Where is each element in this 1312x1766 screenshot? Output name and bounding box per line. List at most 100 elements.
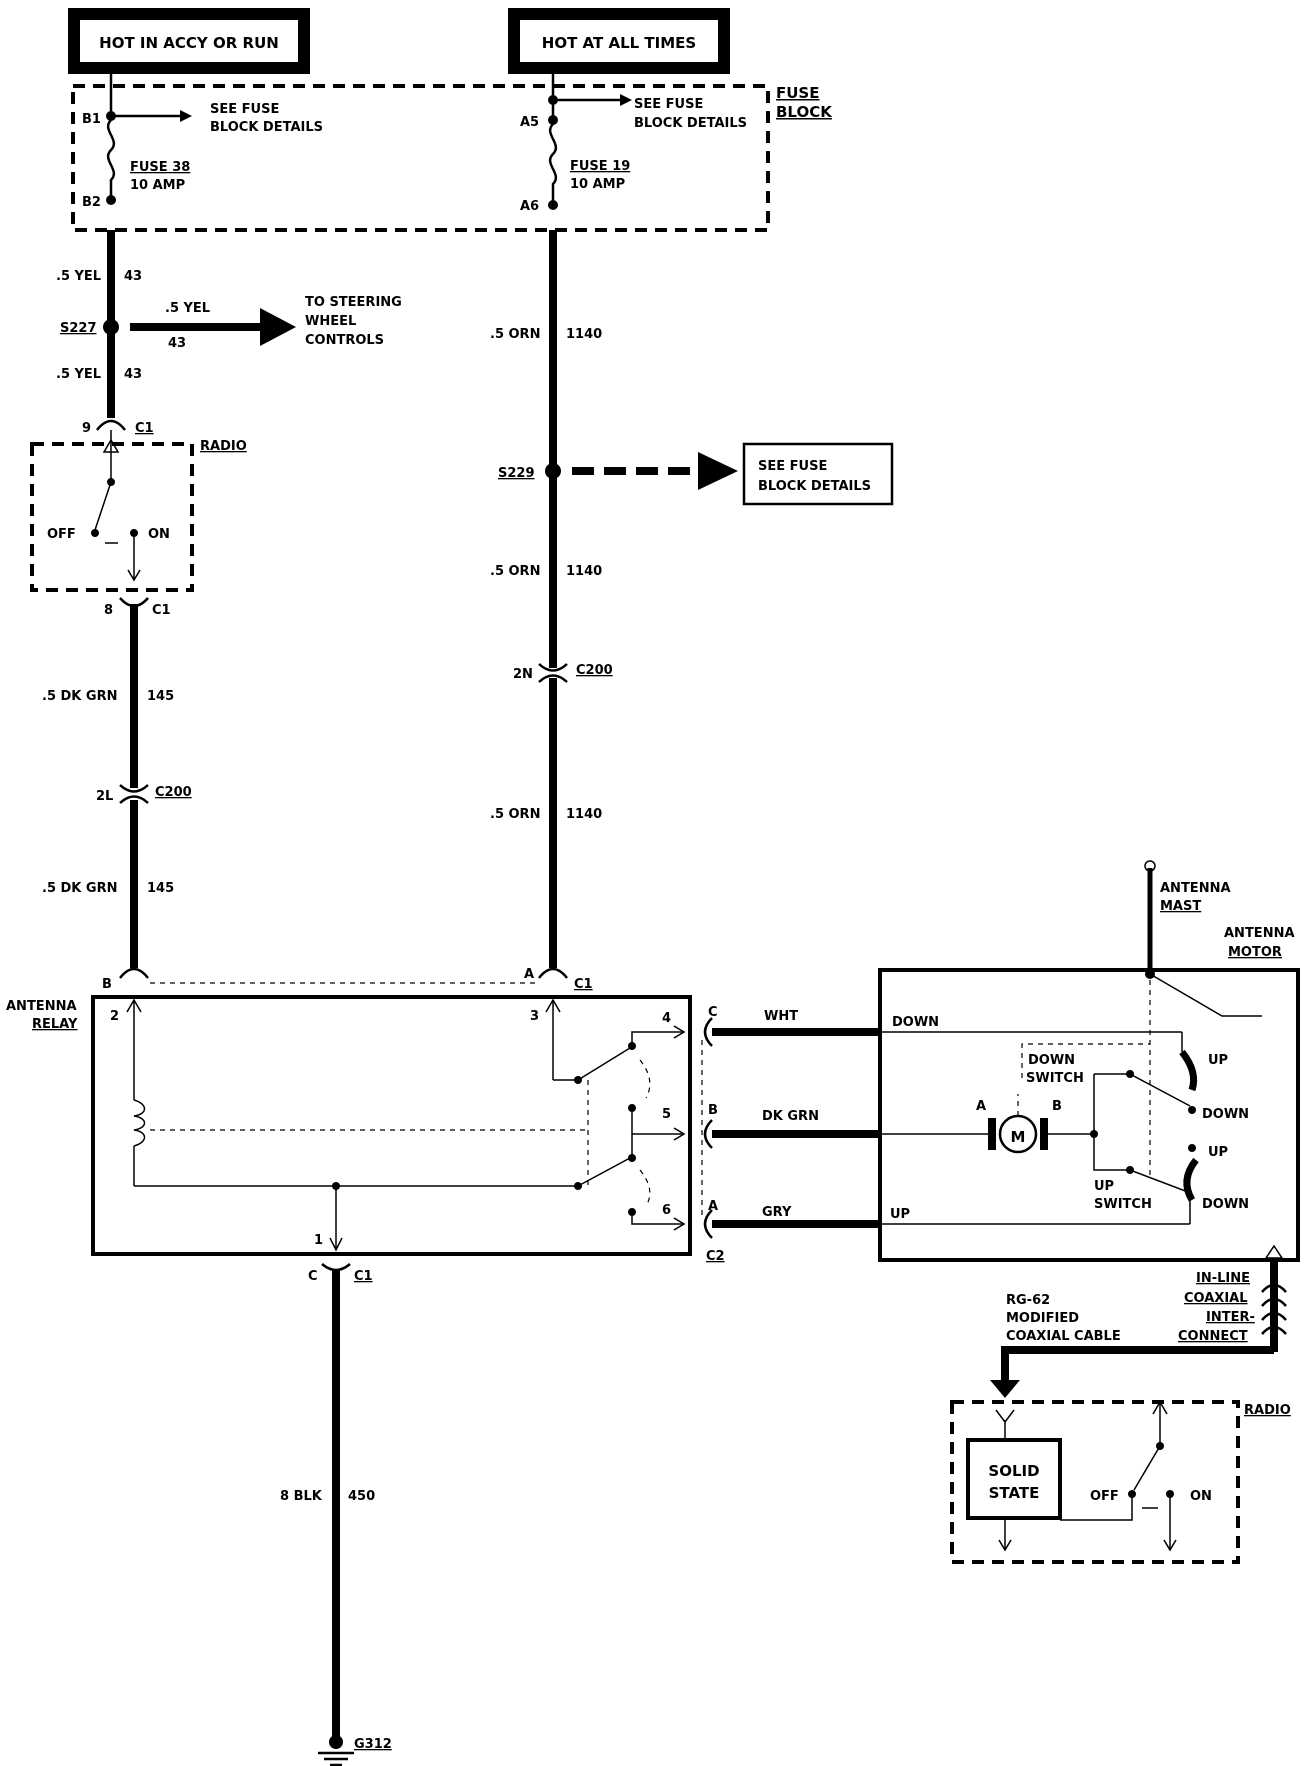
fuse-38: B1 B2 SEE FUSE BLOCK DETAILS FUSE 38 10 … bbox=[82, 74, 323, 210]
hot-all-times-box: HOT AT ALL TIMES bbox=[508, 8, 730, 74]
pin-2n: 2N bbox=[513, 667, 533, 682]
left-circuit: .5 YEL 43 S227 .5 YEL 43 TO STEERING WHE… bbox=[30, 230, 402, 968]
right-circuit: .5 ORN 1140 S229 SEE FUSE BLOCK DETAILS … bbox=[490, 230, 894, 968]
relay-coil bbox=[133, 1099, 146, 1147]
ground-wire-num: 450 bbox=[348, 1489, 375, 1504]
see-fuse-2a: SEE FUSE bbox=[634, 97, 703, 112]
wire-gry: GRY bbox=[762, 1205, 792, 1220]
pin-2l: 2L bbox=[96, 789, 113, 804]
right-wire-3-num: 1140 bbox=[566, 807, 602, 822]
motor-label-2: MOTOR bbox=[1228, 945, 1282, 960]
splice-s229-label: S229 bbox=[498, 466, 535, 481]
splice-s229 bbox=[545, 463, 561, 479]
fuse-block: FUSE BLOCK bbox=[71, 84, 833, 232]
ground-pin-c: C bbox=[308, 1269, 318, 1284]
antenna-relay: B A C1 ANTENNA RELAY 2 1 3 bbox=[6, 967, 725, 1264]
fuse-block-label-2: BLOCK bbox=[776, 103, 833, 121]
right-wire-2-num: 1140 bbox=[566, 564, 602, 579]
radio2-label: RADIO bbox=[1244, 1403, 1291, 1418]
motor-up-1: UP bbox=[1208, 1053, 1228, 1068]
fuse-19: A5 A6 SEE FUSE BLOCK DETAILS FUSE 19 10 … bbox=[520, 74, 747, 214]
motor-pin-b: B bbox=[1052, 1099, 1062, 1114]
motor-up-2: UP bbox=[1208, 1145, 1228, 1160]
steering-1: TO STEERING bbox=[305, 295, 402, 310]
branch-color: .5 YEL bbox=[165, 301, 210, 316]
left-wire-4-num: 145 bbox=[147, 881, 174, 896]
right-wire-3-color: .5 ORN bbox=[490, 807, 540, 822]
radio2-off: OFF bbox=[1090, 1489, 1119, 1504]
mast-label-2: MAST bbox=[1160, 899, 1201, 914]
inline-3: INTER- bbox=[1206, 1310, 1255, 1325]
motor-down-wire: DOWN bbox=[892, 1015, 939, 1030]
fuse-38-amp: 10 AMP bbox=[130, 178, 185, 193]
relay-pin-5: 5 bbox=[662, 1107, 671, 1122]
pin-a6: A6 bbox=[520, 199, 539, 214]
radio-solid-state: RADIO SOLID STATE OFF ON bbox=[950, 1400, 1291, 1564]
relay-pin-3: 3 bbox=[530, 1009, 539, 1024]
fuse-block-label-1: FUSE bbox=[776, 84, 819, 102]
right-wire-2-color: .5 ORN bbox=[490, 564, 540, 579]
motor-down-2: DOWN bbox=[1202, 1197, 1249, 1212]
radio-off: OFF bbox=[47, 527, 76, 542]
motor-pin-a: A bbox=[976, 1099, 986, 1114]
see-fuse-1a: SEE FUSE bbox=[210, 102, 279, 117]
c2-pin-a: A bbox=[708, 1199, 718, 1214]
see-fuse-box-s229 bbox=[742, 442, 894, 506]
ground-circuit: C C1 8 BLK 450 G312 bbox=[280, 1263, 392, 1766]
hot-accy-run-label: HOT IN ACCY OR RUN bbox=[99, 34, 279, 52]
see-fuse-1b: BLOCK DETAILS bbox=[210, 120, 323, 135]
motor-label-1: ANTENNA bbox=[1224, 926, 1295, 941]
relay-c1-label: C1 bbox=[574, 977, 593, 992]
ground-g312: G312 bbox=[354, 1737, 392, 1752]
c2-pin-b: B bbox=[708, 1103, 718, 1118]
pin-b1: B1 bbox=[82, 112, 101, 127]
relay-label-1: ANTENNA bbox=[6, 999, 77, 1014]
down-switch-2: SWITCH bbox=[1026, 1071, 1084, 1086]
inline-4: CONNECT bbox=[1178, 1329, 1248, 1344]
pin-8: 8 bbox=[104, 603, 113, 618]
radio-switch-box bbox=[30, 442, 194, 592]
relay-pin-a: A bbox=[524, 967, 534, 982]
left-wire-3-num: 145 bbox=[147, 689, 174, 704]
s229-see-a: SEE FUSE bbox=[758, 459, 827, 474]
solid-state-2: STATE bbox=[989, 1484, 1040, 1502]
wire-dkgrn: DK GRN bbox=[762, 1109, 819, 1124]
left-wire-4-color: .5 DK GRN bbox=[42, 881, 117, 896]
relay-pin-6: 6 bbox=[662, 1203, 671, 1218]
radio-label: RADIO bbox=[200, 439, 247, 454]
motor-wires: WHT DK GRN GRY bbox=[712, 1009, 880, 1228]
ground-wire-color: 8 BLK bbox=[280, 1489, 323, 1504]
c1-bottom-label: C1 bbox=[152, 603, 171, 618]
c1-top-label: C1 bbox=[135, 421, 154, 436]
coax-cable: IN-LINE COAXIAL INTER- CONNECT RG-62 MOD… bbox=[990, 1262, 1287, 1398]
fuse-19-amp: 10 AMP bbox=[570, 177, 625, 192]
inline-2: COAXIAL bbox=[1184, 1291, 1248, 1306]
steering-2: WHEEL bbox=[305, 314, 356, 329]
mast-label-1: ANTENNA bbox=[1160, 881, 1231, 896]
relay-pin-4: 4 bbox=[662, 1011, 671, 1026]
coax-cable-1: RG-62 bbox=[1006, 1293, 1050, 1308]
left-wire-3-color: .5 DK GRN bbox=[42, 689, 117, 704]
motor-down-1: DOWN bbox=[1202, 1107, 1249, 1122]
steering-3: CONTROLS bbox=[305, 333, 384, 348]
left-wire-2-num: 43 bbox=[124, 367, 142, 382]
relay-pin-1: 1 bbox=[314, 1233, 323, 1248]
splice-s227 bbox=[103, 319, 119, 335]
relay-label-2: RELAY bbox=[32, 1017, 78, 1032]
c200-left-label: C200 bbox=[155, 785, 192, 800]
left-wire-2-color: .5 YEL bbox=[56, 367, 101, 382]
splice-s227-label: S227 bbox=[60, 321, 97, 336]
coax-cable-2: MODIFIED bbox=[1006, 1311, 1079, 1326]
ground-c1-label: C1 bbox=[354, 1269, 373, 1284]
down-switch-1: DOWN bbox=[1028, 1053, 1075, 1068]
hot-all-times-label: HOT AT ALL TIMES bbox=[542, 34, 696, 52]
c2-label: C2 bbox=[706, 1249, 725, 1264]
hot-accy-run-box: HOT IN ACCY OR RUN bbox=[68, 8, 310, 74]
pin-a5: A5 bbox=[520, 115, 539, 130]
motor-up-wire: UP bbox=[890, 1207, 910, 1222]
wire-wht: WHT bbox=[764, 1009, 798, 1024]
motor-m: M bbox=[1011, 1128, 1026, 1146]
left-wire-1-num: 43 bbox=[124, 269, 142, 284]
c200-right-label: C200 bbox=[576, 663, 613, 678]
